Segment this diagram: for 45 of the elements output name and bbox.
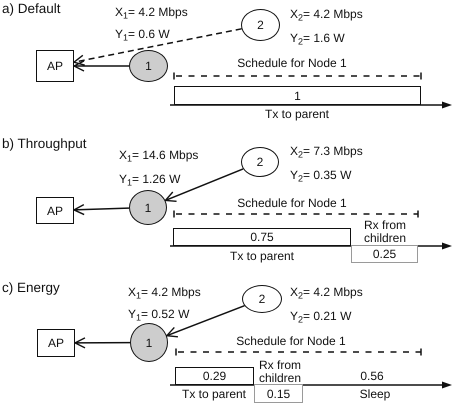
- node-box: AP: [37, 329, 75, 357]
- arrow: [73, 60, 129, 72]
- metric-label: X$_{1}$= 14.6 Mbps: [119, 148, 198, 162]
- arrow: [166, 305, 245, 338]
- node-circle: 2: [241, 147, 279, 177]
- panel-heading: b) Throughput: [2, 137, 87, 151]
- metric-label: Y$_{1}$= 0.52 W: [128, 307, 190, 321]
- node-box: AP: [36, 197, 74, 224]
- node-circle: 2: [242, 285, 282, 313]
- schedule-bar: 0.29: [175, 367, 254, 385]
- bar-caption: Tx to parent: [264, 107, 330, 121]
- node-circle: 2: [241, 9, 280, 41]
- duration-label: 0.56: [360, 369, 384, 383]
- schedule-title: Schedule for Node 1: [237, 56, 347, 70]
- node-circle: 1: [129, 190, 167, 225]
- metric-label: Y$_{1}$= 1.26 W: [119, 172, 180, 186]
- metric-label: Y$_{2}$= 1.6 W: [290, 31, 345, 45]
- bar-caption: Tx to parent: [230, 249, 294, 263]
- schedule-bar: 0.75: [173, 228, 351, 246]
- segment-caption: Sleep: [360, 387, 390, 401]
- metric-label: Y$_{2}$= 0.35 W: [290, 168, 352, 182]
- metric-label: X$_{2}$= 7.3 Mbps: [290, 144, 363, 158]
- schedule-title: Schedule for Node 1: [237, 196, 347, 210]
- node-circle: 1: [130, 323, 168, 362]
- metric-label: X$_{2}$= 4.2 Mbps: [290, 7, 363, 21]
- schedule-bar: 0.25: [351, 245, 418, 263]
- metric-label: X$_{1}$= 4.2 Mbps: [115, 5, 188, 19]
- arrow: [164, 168, 244, 202]
- bar-caption: Rx from children: [258, 359, 302, 385]
- bar-caption: Rx from children: [362, 219, 408, 245]
- metric-label: X$_{1}$= 4.2 Mbps: [128, 285, 201, 299]
- schedule-bar: 1: [174, 86, 421, 105]
- metric-label: Y$_{2}$= 0.21 W: [290, 309, 352, 323]
- schedule-bar: 0.15: [254, 384, 303, 403]
- panel-heading: c) Energy: [2, 281, 60, 295]
- bar-caption: Tx to parent: [182, 387, 246, 401]
- node-circle: 1: [129, 50, 168, 82]
- dashed-arrow: [73, 28, 242, 66]
- panel-heading: a) Default: [2, 2, 61, 16]
- metric-label: X$_{2}$= 4.2 Mbps: [290, 285, 363, 299]
- metric-label: Y$_{1}$= 0.6 W: [115, 27, 170, 41]
- node-box: AP: [36, 50, 74, 82]
- arrow: [74, 337, 130, 349]
- schedule-title: Schedule for Node 1: [236, 334, 346, 348]
- arrow: [73, 204, 130, 216]
